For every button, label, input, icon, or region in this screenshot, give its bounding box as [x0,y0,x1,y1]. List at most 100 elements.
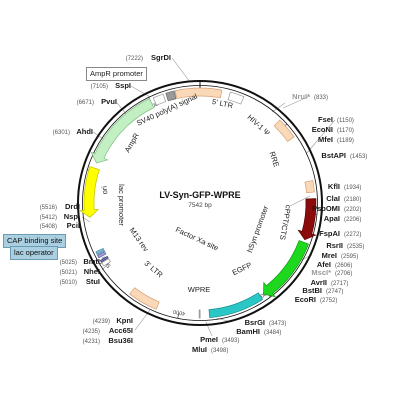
site-pos-BamHI: (3484) [264,330,281,336]
site-pos-MfeI: (1189) [337,138,354,144]
site-pos-MreI: (2595) [341,254,358,260]
leader-extra-4 [130,85,151,98]
site-pos-BmtI: (5025) [60,260,77,266]
feature-wpre[interactable] [208,292,264,318]
site-name-AhdI[interactable]: AhdI [76,127,93,136]
site-name-NheI[interactable]: NheI [84,267,100,276]
site-pos-RsrII: (2535) [347,244,364,250]
leader-sites_left_low [101,261,111,271]
feature-ltr3[interactable] [129,287,160,310]
site-name-PmeI[interactable]: PmeI [200,335,218,344]
site-pos-Acc65I: (4235) [83,329,100,335]
feature-label-ltr3: 3' LTR [143,259,166,280]
site-name-MscI-star[interactable]: MscI* [311,268,331,277]
feature-label-cppt: cPPT/CTS [278,204,293,240]
site-pos-EcoRI: (2752) [320,298,337,304]
site-name-ClaI[interactable]: ClaI [326,194,340,203]
feature-sv40[interactable] [165,90,177,102]
site-name-BamHI[interactable]: BamHI [236,327,260,336]
site-name-EcoRI[interactable]: EcoRI [295,295,316,304]
site-pos-AfeI: (2606) [335,263,352,269]
site-name-AfeI[interactable]: AfeI [317,260,331,269]
feature-ori[interactable] [79,166,100,218]
site-pos-SspI: (7105) [91,84,108,90]
feature-factorxa[interactable] [198,309,201,319]
site-pos-DrdI: (5516) [40,205,57,211]
feature-cap[interactable] [95,247,105,255]
site-name-KpnI[interactable]: KpnI [116,316,133,325]
feature-label-hsyn: hSyn promoter [245,204,270,254]
site-name-BmtI[interactable]: BmtI [83,257,100,266]
tick-label-4000: 4000 [173,308,186,316]
site-pos-BsrGI: (3473) [269,321,286,327]
site-name-RsrII[interactable]: RsrII [326,241,343,250]
leader-extra-0 [282,95,311,109]
site-pos-StuI: (5010) [60,280,77,286]
site-name-Acc65I[interactable]: Acc65I [109,326,133,335]
leader-extra-1 [305,119,336,155]
feature-hiv_psi[interactable] [227,91,245,105]
site-name-PvuI[interactable]: PvuI [101,97,117,106]
site-name-EcoNI[interactable]: EcoNI [312,125,333,134]
feature-lacpro[interactable] [97,251,107,259]
site-name-MfeI[interactable]: MfeI [318,135,333,144]
feature-cppt[interactable] [304,180,315,194]
site-name-StuI[interactable]: StuI [86,277,100,286]
site-name-SspI[interactable]: SspI [115,81,131,90]
site-pos-AvrII: (2717) [331,281,348,287]
feature-ltr5[interactable] [174,87,223,99]
feature-label-wpre: WPRE [188,285,211,294]
feature-ampr_pro[interactable] [152,93,167,106]
feature-rre[interactable] [273,119,295,142]
features [79,87,317,319]
feature-lacop[interactable] [99,255,109,263]
site-pos-ClaI: (2180) [344,197,361,203]
feature-label-hiv_psi: HIV-1 Ψ [246,113,272,138]
feature-label-lacpro: lac promoter [117,184,126,226]
feature-hsyn[interactable] [297,198,317,241]
site-name-BstBI[interactable]: BstBI [302,286,322,295]
site-name-BstAPI[interactable]: BstAPI [321,151,346,160]
site-name-BsrGI[interactable]: BsrGI [245,318,265,327]
ampr-promoter-box: AmpR promoter [86,67,147,81]
site-name-MreI[interactable]: MreI [322,251,337,260]
site-pos-FseI: (1150) [337,118,354,124]
site-pos-SgrDI: (7222) [126,56,143,62]
site-name-ApaI[interactable]: ApaI [324,214,340,223]
site-name-DrdI[interactable]: DrdI [65,202,80,211]
feature-label-factorxa: Factor Xa site [174,225,220,253]
site-name-AvrII[interactable]: AvrII [311,278,327,287]
leader-sgrdi [171,57,191,83]
backbone-outer-ring [77,80,323,326]
site-pos-FspAI: (2272) [344,232,361,238]
site-pos-PmeI: (3493) [222,338,239,344]
leader-sites_right_mid [289,195,311,207]
lac-operator-box: lac operator [10,246,58,260]
feature-label-ltr5: 5' LTR [211,97,234,110]
site-pos-PciI: (5408) [40,224,57,230]
site-name-PciI[interactable]: PciI [67,221,80,230]
site-pos-EcoNI: (1170) [337,128,354,134]
feature-egfp[interactable] [263,240,309,298]
plasmid-name: LV-Syn-GFP-WPRE [159,190,240,200]
tick-4000 [177,313,180,319]
site-name-FseI[interactable]: FseI [318,115,333,124]
feature-ampr[interactable] [90,98,155,164]
site-pos-ApaI: (2206) [344,217,361,223]
site-name-PspOMI[interactable]: PspOMI [312,204,340,213]
site-pos-MluI: (3498) [211,348,228,354]
site-name-NspI[interactable]: NspI [64,212,80,221]
site-pos-MscI-star: (2706) [335,271,352,277]
site-name-SgrDI[interactable]: SgrDI [151,53,171,62]
site-name-Bsu36I[interactable]: Bsu36I [108,336,133,345]
site-name-MluI[interactable]: MluI [192,345,207,354]
feature-label-egfp: EGFP [231,260,253,277]
site-name-NruI-star[interactable]: NruI* [292,92,310,101]
feature-m13rev[interactable] [101,258,111,267]
site-pos-PspOMI: (2202) [344,207,361,213]
site-pos-KpnI: (4239) [93,319,110,325]
site-name-KflI[interactable]: KflI [328,182,340,191]
site-pos-KflI: (1934) [344,185,361,191]
site-name-FspAI[interactable]: FspAI [319,229,340,238]
